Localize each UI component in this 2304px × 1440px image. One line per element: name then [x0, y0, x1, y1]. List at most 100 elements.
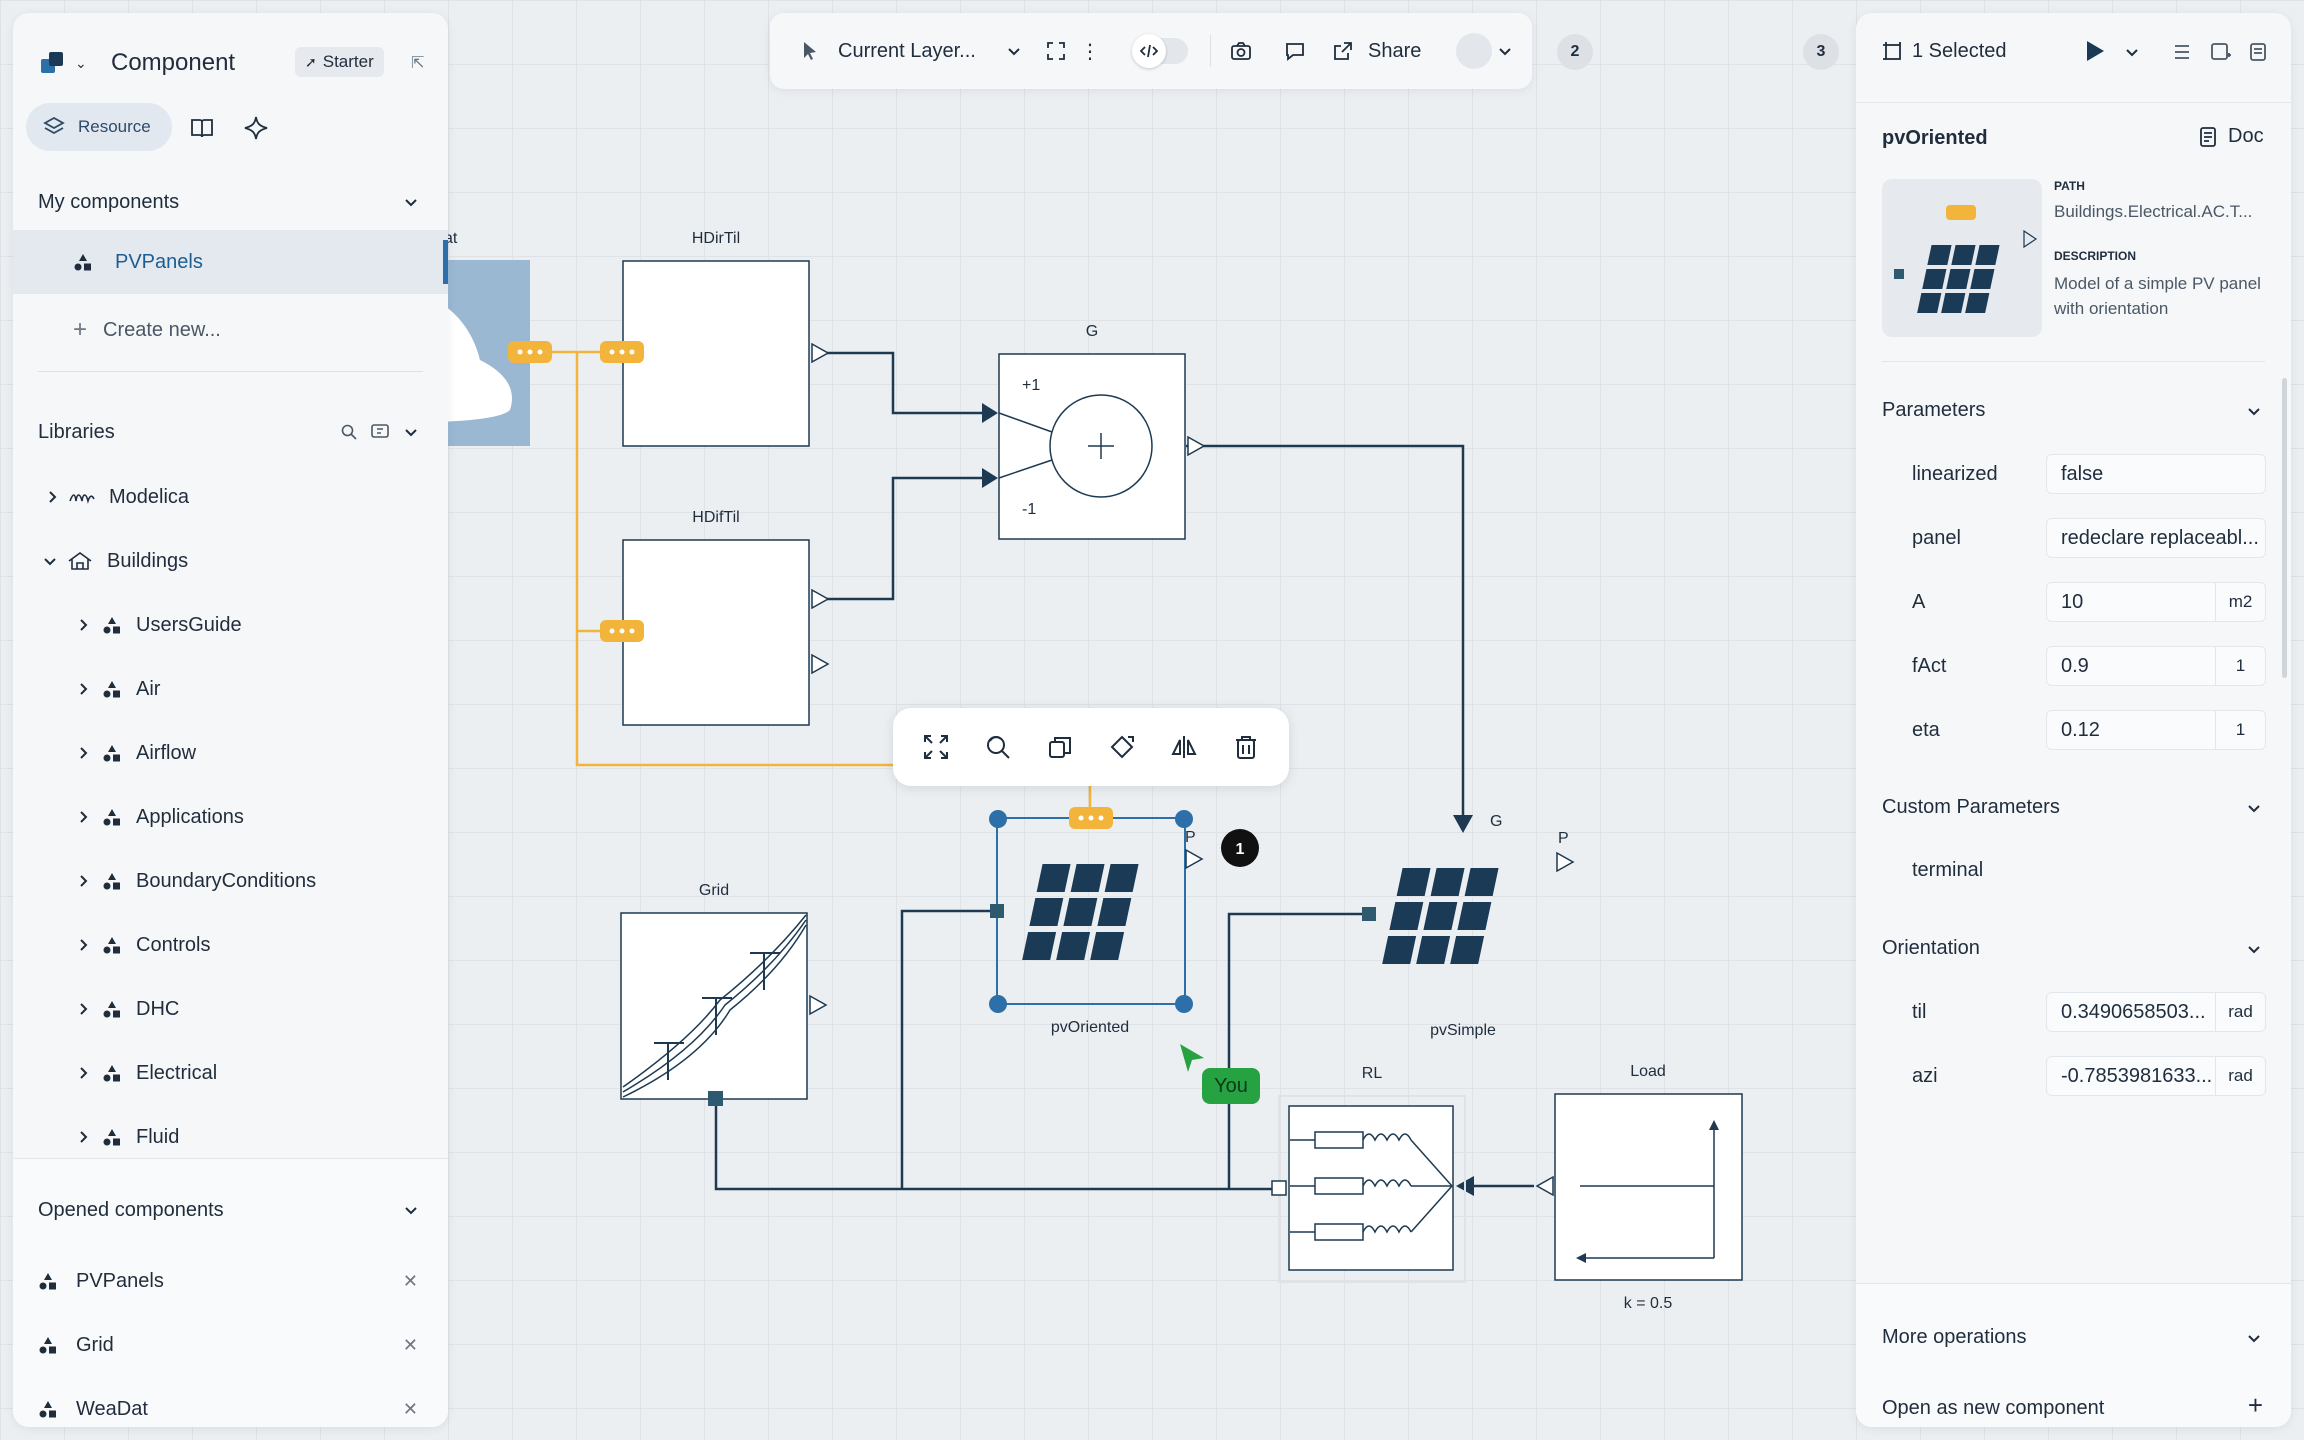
- hdiftil-block[interactable]: HDifTil: [622, 509, 830, 726]
- chevron-down-icon[interactable]: [2245, 402, 2263, 420]
- chevron-down-icon[interactable]: [1494, 13, 1516, 89]
- chevron-right-icon[interactable]: [76, 1066, 90, 1080]
- document-icon[interactable]: [2248, 42, 2268, 62]
- hdirtil-block[interactable]: HDirTil: [622, 230, 830, 447]
- chevron-right-icon[interactable]: [45, 490, 59, 504]
- chevron-down-icon[interactable]: [402, 193, 420, 211]
- grid-block[interactable]: Grid: [620, 882, 828, 1106]
- list-icon[interactable]: [2172, 43, 2192, 61]
- collaborator-badge[interactable]: 3: [1803, 34, 1839, 70]
- chevron-right-icon[interactable]: [76, 874, 90, 888]
- custom-param-terminal[interactable]: terminal: [1856, 838, 2291, 902]
- chevron-right-icon[interactable]: [76, 1002, 90, 1016]
- fit-icon[interactable]: [914, 725, 958, 769]
- library-item-electrical[interactable]: Electrical: [13, 1051, 448, 1095]
- opened-component-item[interactable]: Grid ✕: [13, 1323, 448, 1367]
- opened-components-header[interactable]: Opened components: [13, 1191, 448, 1229]
- chevron-down-icon[interactable]: [2245, 1329, 2263, 1347]
- library-item-boundaryconditions[interactable]: BoundaryConditions: [13, 859, 448, 903]
- add-block-g[interactable]: G +1 -1: [998, 323, 1206, 540]
- doc-button[interactable]: Doc: [2198, 125, 2264, 148]
- chevron-down-icon[interactable]: [402, 1201, 420, 1219]
- close-icon[interactable]: ✕: [402, 1270, 418, 1291]
- comment-icon[interactable]: [1280, 13, 1310, 89]
- chevron-right-icon[interactable]: [76, 810, 90, 824]
- pvoriented-block[interactable]: pvOriented P: [989, 807, 1204, 1036]
- opened-component-item[interactable]: WeaDat ✕: [13, 1387, 448, 1427]
- bus-connector[interactable]: [600, 341, 644, 363]
- library-item-modelica[interactable]: Modelica: [13, 475, 448, 519]
- trash-icon[interactable]: [1224, 725, 1268, 769]
- opened-component-item[interactable]: PVPanels ✕: [13, 1259, 448, 1303]
- chevron-down-icon[interactable]: [1002, 13, 1026, 89]
- more-operations-section[interactable]: More operations Open as new component +: [1856, 1283, 2291, 1427]
- pointer-icon[interactable]: [798, 13, 822, 89]
- chevron-down-icon[interactable]: [2124, 44, 2140, 60]
- panel-add-icon[interactable]: [2210, 42, 2232, 62]
- flip-icon[interactable]: [1162, 725, 1206, 769]
- duplicate-icon[interactable]: [1038, 725, 1082, 769]
- rl-block[interactable]: RL: [1271, 1065, 1466, 1283]
- chevron-right-icon[interactable]: [76, 618, 90, 632]
- bus-connector[interactable]: [600, 620, 644, 642]
- chevron-right-icon[interactable]: [76, 682, 90, 696]
- library-item-fluid[interactable]: Fluid: [13, 1115, 448, 1159]
- chevron-down-icon[interactable]: [43, 554, 57, 568]
- chevron-down-icon[interactable]: [2245, 799, 2263, 817]
- layer-select[interactable]: Current Layer...: [838, 13, 998, 89]
- chevron-down-icon[interactable]: ⌄: [75, 54, 87, 71]
- my-components-header[interactable]: My components: [13, 183, 448, 221]
- library-manage-icon[interactable]: [370, 423, 390, 441]
- chevron-right-icon[interactable]: [76, 1130, 90, 1144]
- camera-icon[interactable]: [1226, 13, 1256, 89]
- pvsimple-block[interactable]: pvSimple G P: [1362, 813, 1575, 1039]
- scrollbar-thumb[interactable]: [2282, 378, 2287, 678]
- weadat-block[interactable]: at: [436, 230, 530, 446]
- tab-library-docs[interactable]: [189, 115, 215, 141]
- library-item-dhc[interactable]: DHC: [13, 987, 448, 1031]
- load-block[interactable]: Load k = 0.5: [1535, 1063, 1743, 1312]
- code-toggle[interactable]: [1130, 13, 1190, 89]
- library-item-airflow[interactable]: Airflow: [13, 731, 448, 775]
- bus-connector[interactable]: [508, 341, 552, 363]
- app-logo-icon[interactable]: [39, 49, 67, 77]
- chevron-right-icon[interactable]: [76, 746, 90, 760]
- close-icon[interactable]: ✕: [402, 1398, 418, 1419]
- library-item-buildings[interactable]: Buildings: [13, 539, 448, 583]
- chevron-right-icon[interactable]: [76, 938, 90, 952]
- collaborator-badge[interactable]: 2: [1557, 34, 1593, 70]
- share-button[interactable]: Share: [1332, 13, 1432, 89]
- starter-badge[interactable]: ➚ Starter: [295, 47, 384, 77]
- avatar[interactable]: [1454, 13, 1494, 89]
- library-item-applications[interactable]: Applications: [13, 795, 448, 839]
- fullscreen-icon[interactable]: [1042, 13, 1070, 89]
- library-item-usersguide[interactable]: UsersGuide: [13, 603, 448, 647]
- chevron-down-icon[interactable]: [402, 423, 420, 441]
- open-as-new-label[interactable]: Open as new component: [1882, 1397, 2105, 1419]
- more-vertical-icon[interactable]: ⋮: [1080, 40, 1100, 63]
- close-icon[interactable]: ✕: [402, 1334, 418, 1355]
- my-component-pvpanels[interactable]: PVPanels: [13, 230, 448, 294]
- create-new-button[interactable]: + Create new...: [13, 305, 448, 355]
- play-icon[interactable]: [2084, 39, 2106, 63]
- refresh-search-icon[interactable]: [976, 725, 1020, 769]
- plus-icon[interactable]: +: [2247, 1390, 2263, 1420]
- param-input-azi[interactable]: -0.7853981633...rad: [2046, 1056, 2266, 1096]
- param-input-linearized[interactable]: false: [2046, 454, 2266, 494]
- param-input-panel[interactable]: redeclare replaceabl...: [2046, 518, 2266, 558]
- tab-ai[interactable]: [243, 115, 269, 141]
- library-item-air[interactable]: Air: [13, 667, 448, 711]
- libraries-header[interactable]: Libraries: [13, 413, 448, 451]
- marker-badge[interactable]: 1: [1221, 829, 1259, 867]
- param-input-til[interactable]: 0.3490658503...rad: [2046, 992, 2266, 1032]
- tab-resource[interactable]: Resource: [26, 103, 172, 151]
- collapse-icon[interactable]: ⇱: [411, 55, 425, 72]
- search-icon[interactable]: [340, 423, 358, 441]
- chevron-down-icon[interactable]: [2245, 940, 2263, 958]
- library-item-controls[interactable]: Controls: [13, 923, 448, 967]
- rotate-icon[interactable]: [1100, 725, 1144, 769]
